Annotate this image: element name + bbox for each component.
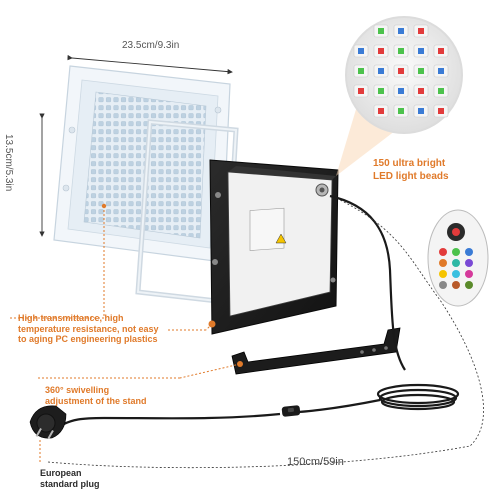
led-bead-chip (438, 88, 444, 94)
led-bead-chip (438, 48, 444, 54)
led-bead-chip (378, 68, 384, 74)
power-cable (63, 194, 460, 425)
led-bead-chip (438, 108, 444, 114)
remote-color-button (465, 281, 473, 289)
led-bead-chip (398, 88, 404, 94)
ce-label-icon (249, 207, 285, 251)
remote-color-button (465, 248, 473, 256)
led-bead-chip (398, 48, 404, 54)
led-bead-chip (418, 28, 424, 34)
european-plug-callout-line: standard plug (40, 478, 100, 489)
pc-plastics-callout-line: temperature resistance, not easy (18, 323, 159, 334)
remote-color-button (452, 270, 460, 278)
cable-length-label: 150cm/59in (287, 456, 344, 468)
floodlight-housing (208, 159, 339, 335)
led-bead-chip (418, 48, 424, 54)
led-beads-zoom (336, 16, 463, 176)
remote-color-button (439, 281, 447, 289)
remote-color-button (452, 248, 460, 256)
led-bead-chip (378, 48, 384, 54)
remote-color-button (452, 281, 460, 289)
remote-color-button (439, 259, 447, 267)
european-plug-callout: European standard plug (40, 468, 100, 489)
swivel-stand-callout: 360° swivelling adjustment of the stand (45, 385, 147, 406)
remote-color-button (452, 259, 460, 267)
led-bead-chip (378, 88, 384, 94)
led-bead-chip (438, 68, 444, 74)
led-bead-chip (398, 28, 404, 34)
led-bead-chip (358, 48, 364, 54)
led-bead-chip (378, 108, 384, 114)
led-bead-chip (398, 108, 404, 114)
height-dimension-label: 13.5cm/5.3in (3, 134, 14, 192)
swivel-stand-callout-line: 360° swivelling (45, 385, 110, 395)
led-beads-callout-line: LED light beads (373, 171, 449, 182)
pc-plastics-callout: High transmittance, high temperature res… (18, 313, 159, 345)
pc-plastics-callout-line: to aging PC engineering plastics (18, 334, 158, 345)
inline-switch-icon (281, 405, 301, 417)
remote-color-button (465, 270, 473, 278)
led-beads-callout: 150 ultra bright LED light beads (373, 157, 449, 183)
swivel-stand-callout-line: adjustment of the stand (45, 395, 147, 406)
remote-color-button (465, 259, 473, 267)
led-beads-callout-line: 150 ultra bright (373, 158, 446, 169)
eu-schuko-plug-icon (29, 405, 67, 439)
callout-leaders (10, 206, 241, 462)
mounting-bracket (231, 327, 401, 375)
width-dimension-arrow (67, 54, 233, 75)
led-bead-chip (418, 88, 424, 94)
european-plug-callout-line: European (40, 468, 82, 478)
width-dimension-label: 23.5cm/9.3in (122, 40, 180, 51)
remote-color-button (439, 270, 447, 278)
rgb-remote-control-icon (427, 209, 489, 307)
led-panel-back (53, 65, 231, 263)
led-bead-chip (358, 68, 364, 74)
led-bead-chip (358, 88, 364, 94)
led-bead-chip (398, 68, 404, 74)
remote-color-button (439, 248, 447, 256)
led-bead-chip (418, 108, 424, 114)
pc-plastics-callout-line: High transmittance, high (18, 313, 124, 323)
led-bead-chip (418, 68, 424, 74)
led-bead-chip (378, 28, 384, 34)
